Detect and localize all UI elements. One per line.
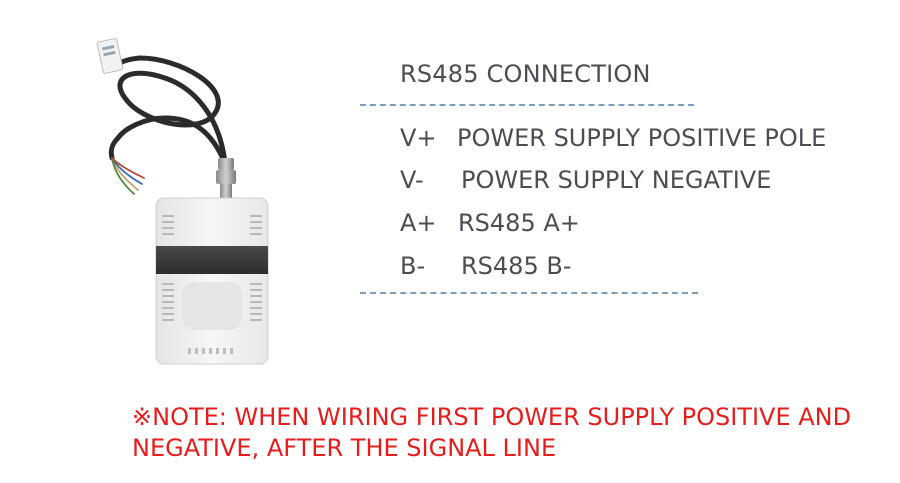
pin-code: V+ [400, 124, 437, 152]
pin-row-a-plus: A+ RS485 A+ [400, 209, 580, 237]
connection-title: RS485 CONNECTION [400, 60, 651, 88]
sensor-housing [155, 197, 269, 365]
cable-gland [216, 158, 236, 198]
pin-description: POWER SUPPLY NEGATIVE [461, 166, 772, 194]
pin-code: A+ [400, 209, 437, 237]
pin-description: RS485 B- [461, 252, 572, 280]
pin-row-b-minus: B- RS485 B- [400, 252, 571, 280]
pin-description: RS485 A+ [458, 209, 580, 237]
pin-description: POWER SUPPLY POSITIVE POLE [457, 124, 827, 152]
pin-code: B- [400, 252, 426, 280]
wire-ends [111, 157, 145, 195]
pin-row-v-plus: V+ POWER SUPPLY POSITIVE POLE [400, 124, 826, 152]
divider-bottom [360, 292, 698, 294]
pin-row-v-minus: V- POWER SUPPLY NEGATIVE [400, 166, 771, 194]
divider-top [360, 104, 694, 106]
sensor-product-image [96, 38, 269, 365]
wiring-note: ※NOTE: WHEN WIRING FIRST POWER SUPPLY PO… [132, 403, 852, 462]
cable-label-tag [96, 38, 124, 74]
pin-code: V- [400, 166, 424, 194]
cable [108, 55, 228, 166]
